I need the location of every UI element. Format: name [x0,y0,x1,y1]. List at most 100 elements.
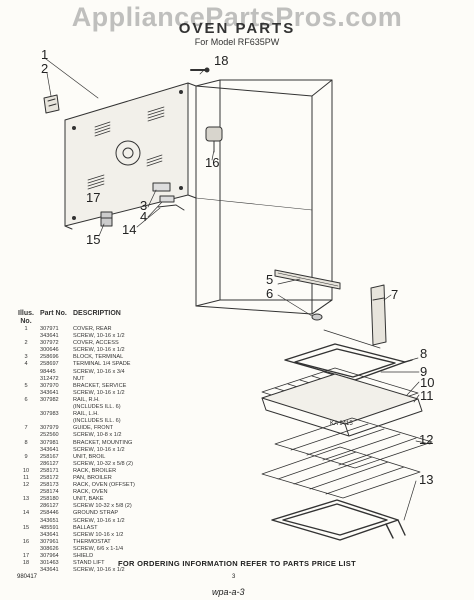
cell-part-no: 307971 [40,326,59,332]
cell-part-no: 258172 [40,474,59,481]
document-number: 980417 [17,574,38,580]
callout-6: 6 [266,286,274,301]
page-number: 3 [232,574,236,580]
cell-illus-no [12,532,40,539]
cell-illus-no [12,447,40,454]
oven-body-frame [195,79,333,315]
callout-2: 2 [41,61,49,76]
callout-1: 1 [41,47,49,62]
cell-illus-no [12,418,40,425]
oven-rack [261,446,421,499]
element-wire [323,329,381,349]
cell-part-no: 312472 [40,375,59,382]
cell-part-no [40,404,73,411]
cell-description: BLOCK, TERMINAL [73,354,124,361]
cell-part-no: 98445 [40,368,56,375]
callout-7: 7 [391,287,399,302]
cell-description: RACK, BROILER [73,467,117,474]
cell-description: (INCLUDES ILL. 6) [73,404,121,411]
cell-description: THERMOSTAT [73,538,111,545]
cell-part-no: 258171 [40,467,59,474]
rear-cover-panel [64,82,197,230]
callout-17: 17 [86,190,101,205]
callout-8: 8 [420,346,428,361]
callout-3: 3 [140,198,148,213]
cell-illus-no [12,411,40,418]
broil-unit [284,343,413,381]
cell-description: SCREW, 10-16 x 1/2 [73,333,125,340]
cell-illus-no: 12 [22,482,30,489]
cell-description: UNIT, BAKE [73,496,104,503]
cell-part-no: 286127 [40,503,59,510]
leader-lines [45,58,431,521]
cell-part-no: 343641 [40,333,59,340]
callout-13: 13 [419,472,434,487]
diagram-code: KA 9415 [330,421,353,427]
callout-18: 18 [214,53,229,68]
cell-illus-no: 17 [22,553,30,559]
cell-part-no: 307983 [40,411,59,418]
cell-part-no: 307961 [40,538,59,545]
cell-part-no: 307981 [40,439,59,446]
watermark-text: AppliancePartsPros.com [71,2,403,32]
callout-16: 16 [205,155,220,170]
cell-description: SCREW 10-32 x 5/8 (2) [73,503,132,510]
cell-part-no: 258696 [40,354,59,361]
col-header-description: DESCRIPTION [73,310,121,317]
cell-description: (INCLUDES ILL. 6) [73,418,121,425]
callout-4: 4 [140,209,148,224]
cell-illus-no [12,518,40,525]
cell-part-no: 308626 [40,545,59,552]
cell-illus-no [12,432,40,439]
col-header-part: Part No. [40,310,67,317]
cell-part-no: 286127 [40,460,59,467]
callout-5: 5 [266,272,274,287]
cell-illus-no: 18 [22,560,30,567]
cell-illus-no [12,404,40,411]
page-title: OVEN PARTS [178,20,296,37]
cell-illus-no: 8 [24,439,28,446]
bake-unit [271,499,406,541]
table-row: 98445 SCREW, 10-16 x 3/4 [12,369,242,376]
cell-description: SCREW, 10-16 x 1/2 [73,567,125,574]
table-header: Illus. No. Part No. DESCRIPTION [12,310,242,326]
cell-description: COVER, ACCESS [73,340,119,347]
cell-illus-no: 15 [22,524,30,531]
cell-description: SCREW, 10-16 x 3/4 [73,368,125,375]
cell-illus-no: 9 [24,453,28,460]
cell-illus-no: 14 [22,510,30,517]
cell-part-no: 258446 [40,510,59,517]
front-guide [370,284,387,346]
cell-description: SCREW, 10-16 x 1/2 [73,347,125,354]
col-header-illus: Illus. No. [18,310,34,325]
cell-part-no: 343641 [40,389,59,396]
cell-description: STAND LIFT [73,560,105,567]
cell-illus-no [12,390,40,397]
cell-illus-no: 5 [24,382,28,389]
callout-15: 15 [86,232,101,247]
cell-illus-no: 4 [24,361,28,368]
table-row: 343641 SCREW, 10-16 x 1/2 [12,333,242,340]
cell-part-no: 343641 [40,446,59,453]
access-cover [43,94,60,114]
